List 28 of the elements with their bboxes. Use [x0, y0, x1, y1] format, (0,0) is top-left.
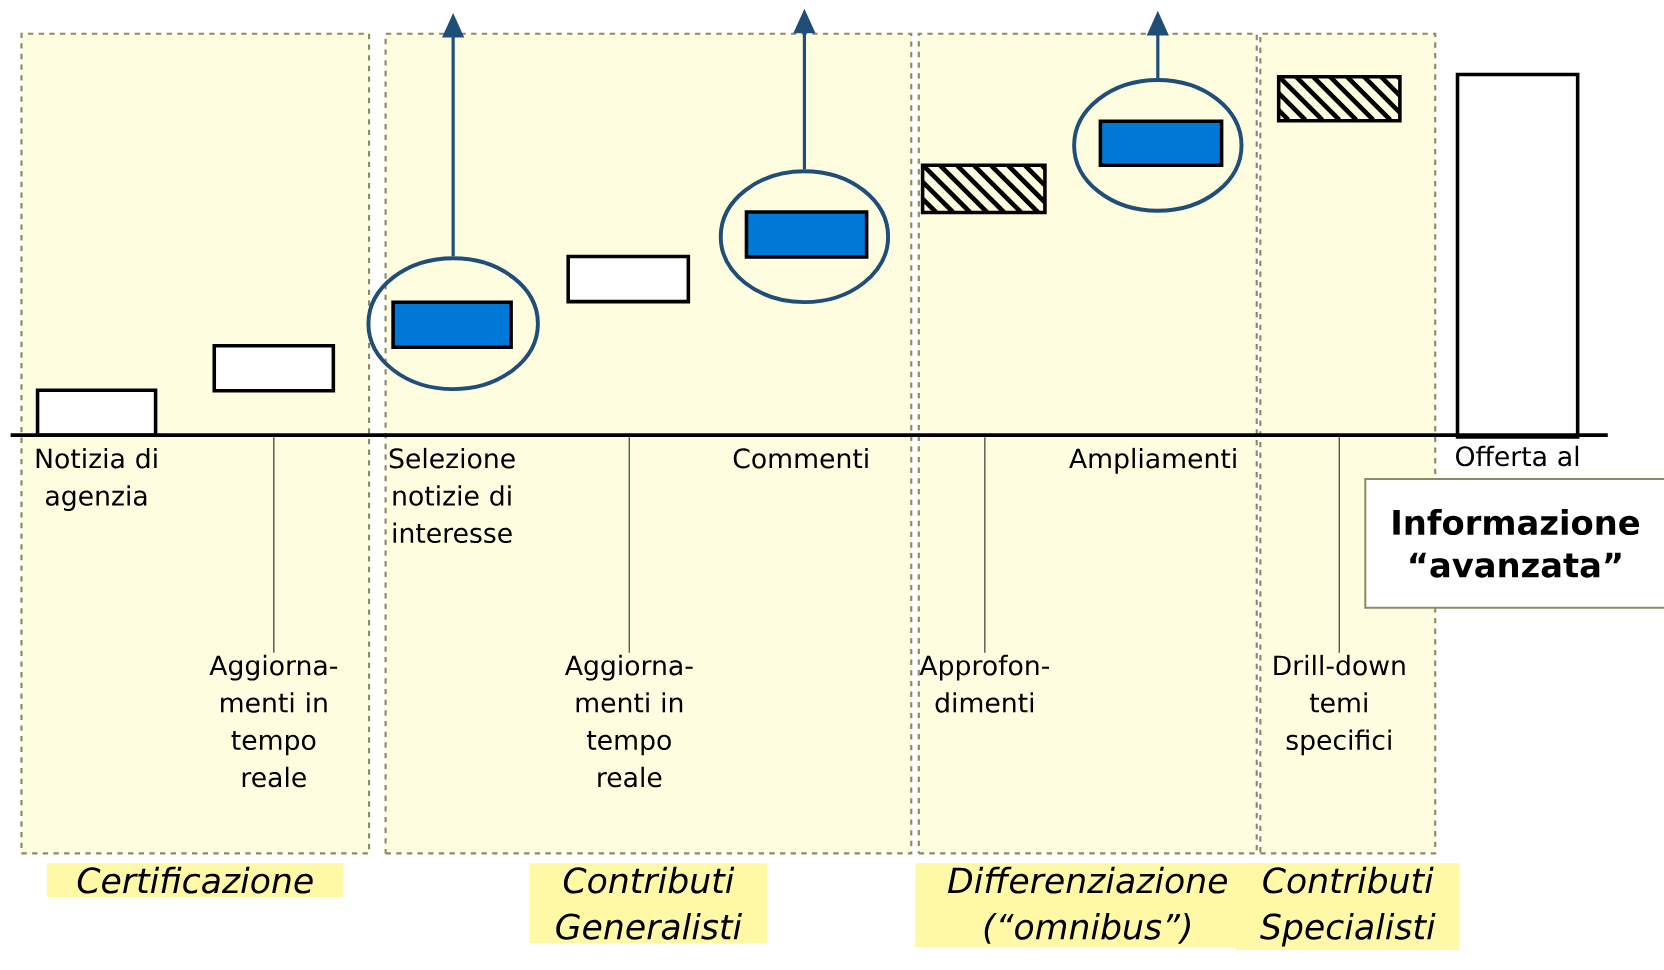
leader-line	[628, 436, 631, 654]
ellipse-ring	[366, 256, 540, 392]
bar	[566, 254, 691, 304]
node-label: Certificazione	[77, 866, 313, 894]
hatched-bar	[920, 163, 1047, 215]
step-label: Aggiorna- menti in tempo reale	[209, 654, 338, 788]
node-label: Contributi Specialisti	[1260, 866, 1436, 947]
bar	[1455, 72, 1580, 439]
bar	[1098, 119, 1224, 168]
axis-label: Commenti	[733, 447, 868, 469]
text-box: Informazione “avanzata”	[1364, 477, 1664, 609]
bar	[391, 300, 513, 350]
node-label: Differenziazione (“omnibus”)	[947, 866, 1227, 944]
hatched-bar	[1276, 74, 1402, 123]
axis-label: Ampliamenti	[1069, 447, 1236, 474]
leader-line	[273, 436, 275, 654]
leader-line	[984, 436, 986, 654]
axis-label: Selezione notizie di interesse	[389, 447, 515, 544]
step-label: Aggiorna- menti in tempo reale	[564, 654, 693, 788]
ellipse-ring	[718, 169, 891, 305]
bar	[744, 210, 869, 259]
step-label: Drill-down temi specifici	[1274, 654, 1405, 756]
bar	[212, 343, 336, 393]
step-label: Approfon- dimenti	[919, 654, 1050, 713]
ellipse-ring	[1072, 78, 1244, 213]
node-label: Contributi Generalisti	[556, 866, 742, 940]
leader-line	[1338, 436, 1340, 654]
axis-label: Notizia di agenzia	[36, 447, 157, 511]
